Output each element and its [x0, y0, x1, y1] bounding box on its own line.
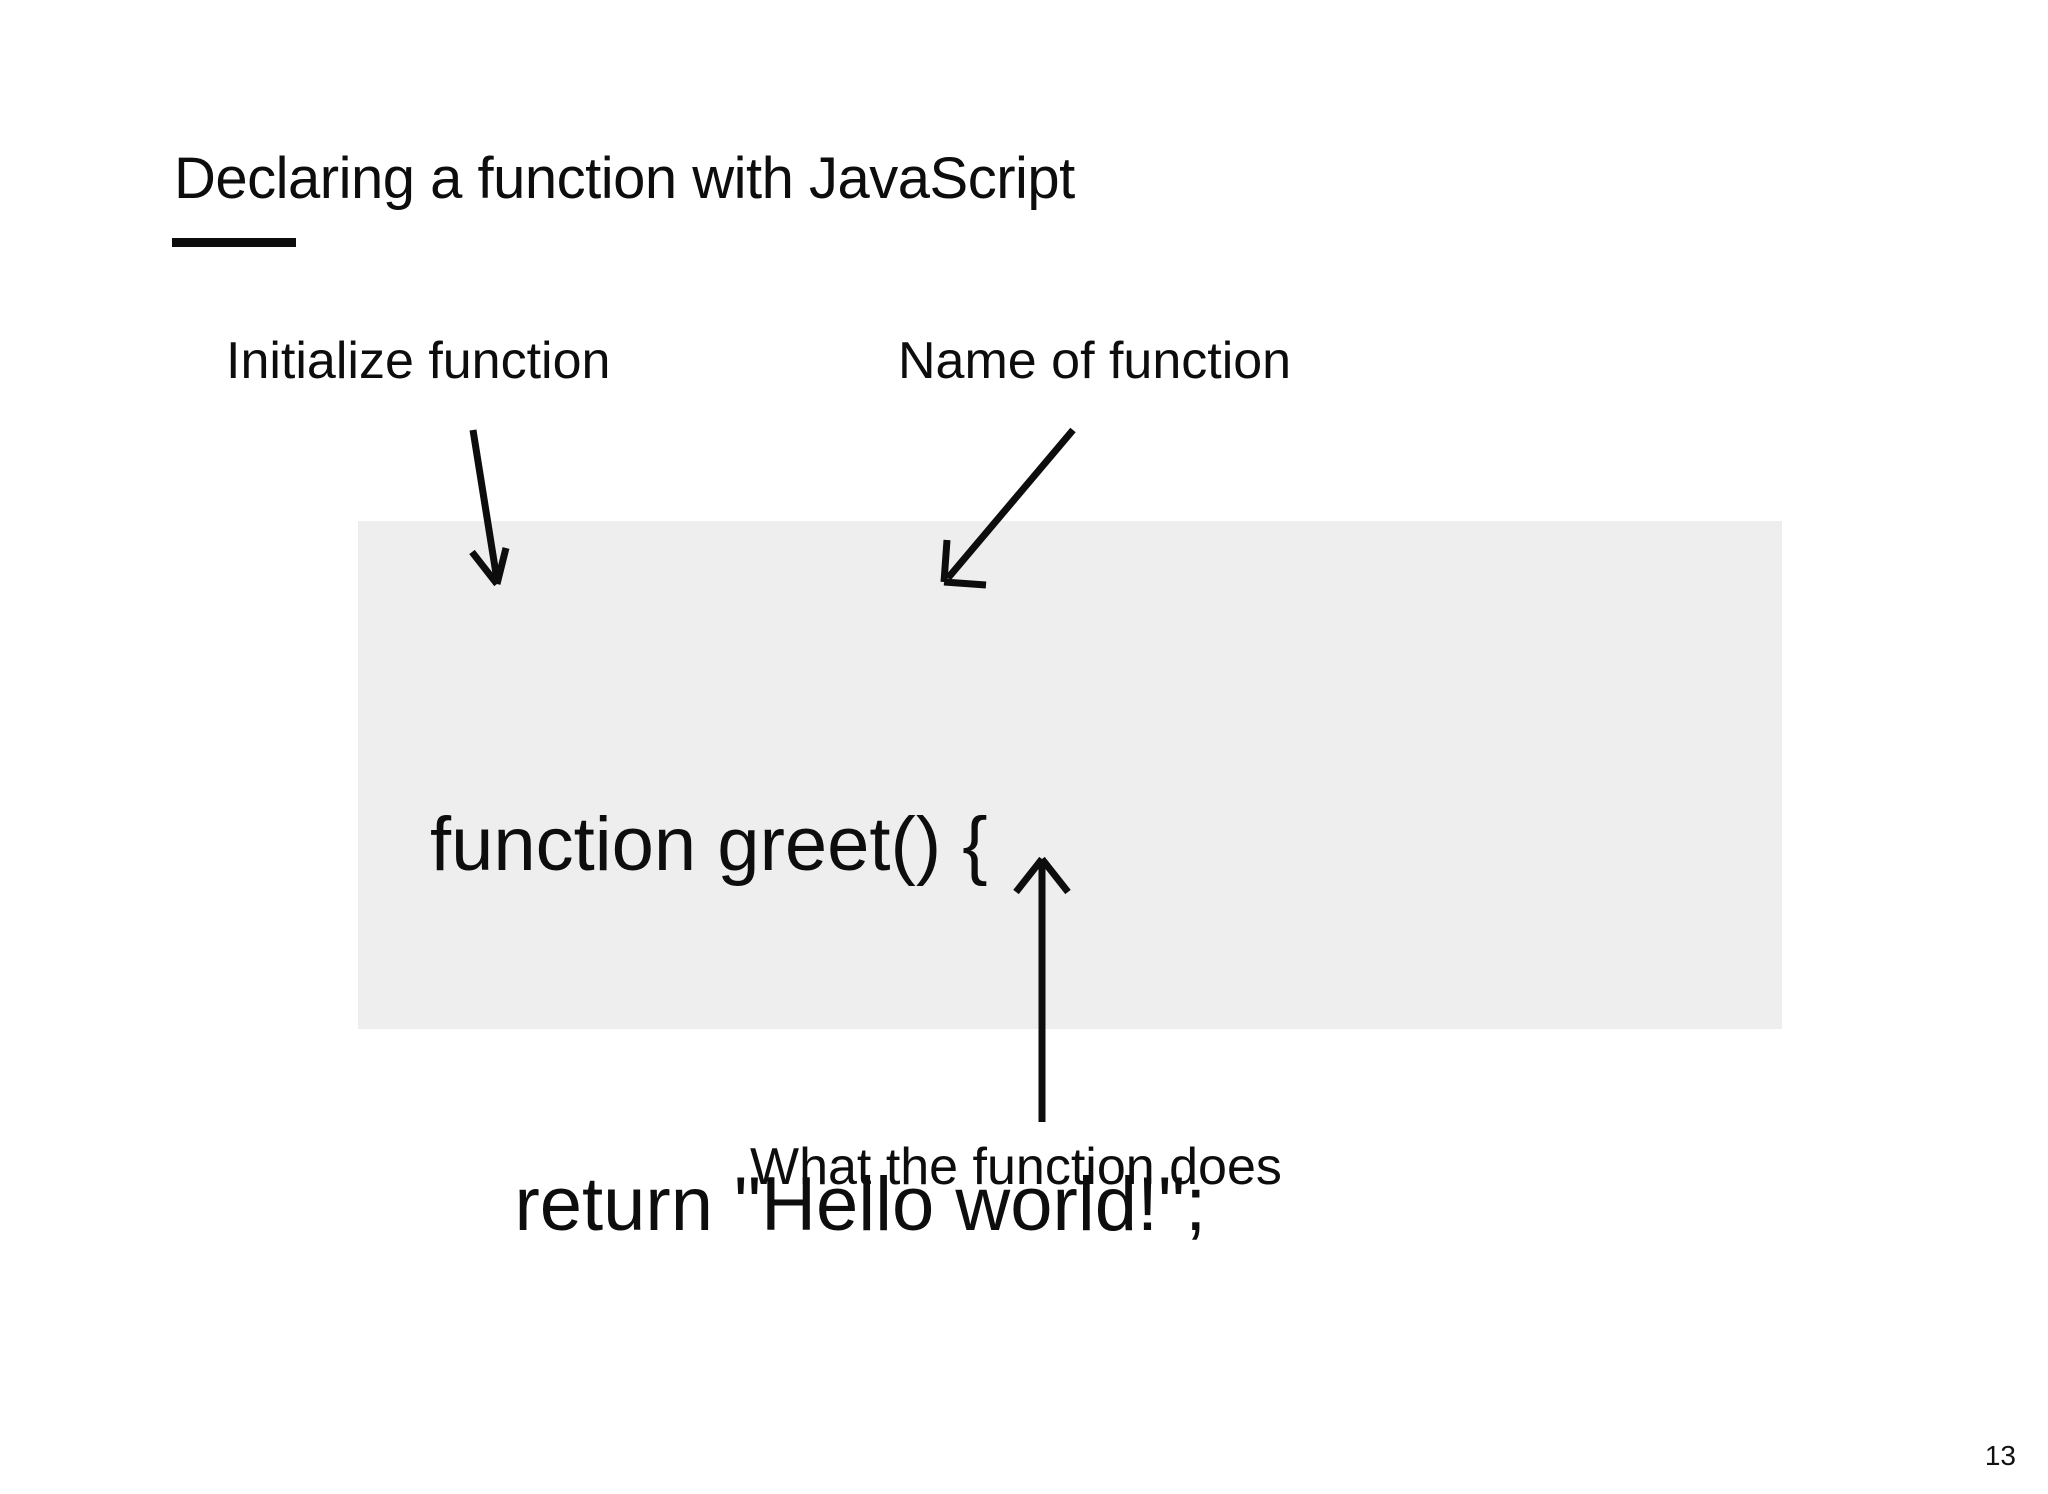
title-underline-rule — [172, 238, 296, 247]
page-number: 13 — [1984, 1440, 2016, 1471]
callout-label-what: What the function does — [750, 1138, 1282, 1196]
code-text: function greet() { return "Hello world!"… — [430, 545, 1206, 1494]
code-line-1: function greet() { — [430, 802, 988, 887]
code-block: function greet() { return "Hello world!"… — [358, 521, 1782, 1247]
callout-label-initialize: Initialize function — [226, 332, 611, 390]
callout-label-name: Name of function — [898, 332, 1292, 390]
code-line-2: return "Hello world!"; — [430, 1162, 1207, 1247]
page-title: Declaring a function with JavaScript — [174, 146, 1075, 211]
